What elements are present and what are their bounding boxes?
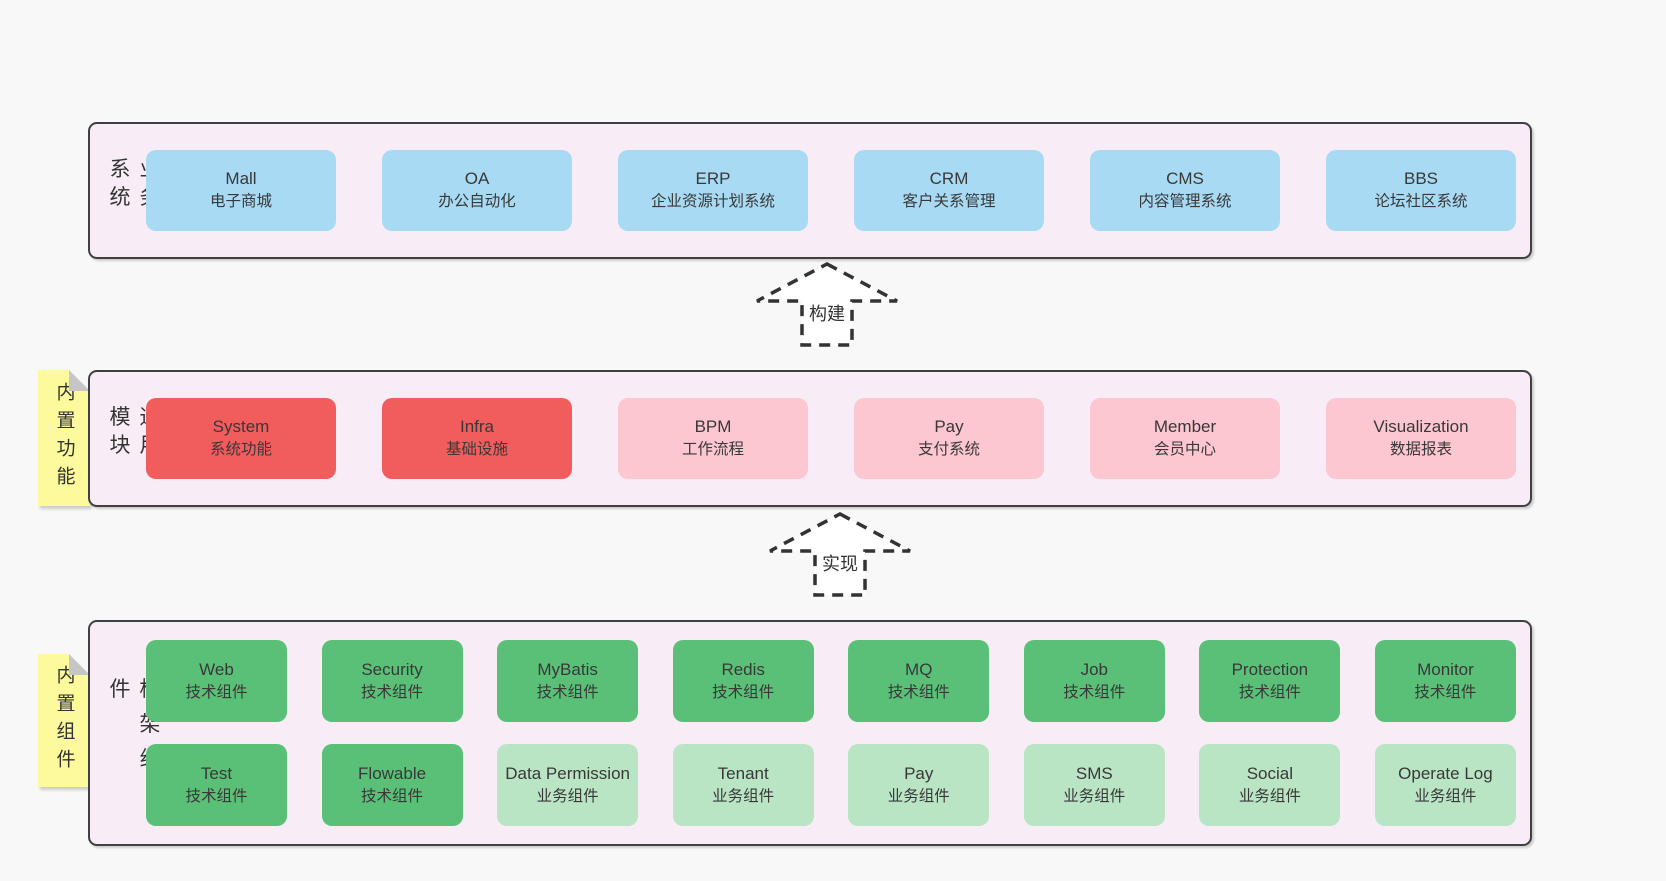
box-zh-label: 技术组件 (1063, 683, 1126, 701)
box-en-label: Visualization (1373, 417, 1469, 437)
box-zh-label: 工作流程 (681, 441, 744, 459)
box-zh-label: 技术组件 (536, 683, 599, 701)
box-mq: MQ 技术组件 (848, 640, 990, 722)
box-zh-label: 数据报表 (1389, 441, 1452, 459)
box-en-label: System (212, 417, 270, 437)
box-zh-label: 业务组件 (887, 787, 950, 805)
box-en-label: Security (361, 659, 423, 679)
framework-components-band: 框架组件 Web 技术组件 Security 技术组件 MyBatis 技术组件… (88, 620, 1532, 846)
box-en-label: BPM (694, 417, 732, 437)
box-zh-label: 业务组件 (536, 787, 599, 805)
box-zh-label: 技术组件 (1414, 683, 1477, 701)
box-zh-label: 技术组件 (712, 683, 775, 701)
box-en-label: Data Permission (505, 763, 630, 783)
box-tenant: Tenant 业务组件 (672, 744, 814, 826)
box-en-label: CMS (1166, 169, 1204, 189)
box-sms: SMS 业务组件 (1023, 744, 1165, 826)
box-en-label: Protection (1231, 659, 1309, 679)
box-en-label: Social (1246, 763, 1294, 783)
box-en-label: Infra (459, 417, 495, 437)
box-zh-label: 技术组件 (185, 787, 248, 805)
box-zh-label: 系统功能 (209, 441, 272, 459)
box-zh-label: 业务组件 (1238, 787, 1301, 805)
box-zh-label: 论坛社区系统 (1374, 193, 1468, 211)
box-zh-label: 技术组件 (361, 787, 424, 805)
business-systems-band: 业务系统 Mall 电子商城 OA 办公自动化 ERP 企业资源计划系统 CRM… (88, 122, 1532, 259)
note-text: 内置功能 (53, 382, 75, 494)
box-operate-log: Operate Log 业务组件 (1374, 744, 1516, 826)
arrow-build-label: 构建 (806, 300, 848, 326)
box-zh-label: 业务组件 (712, 787, 775, 805)
box-visualization: Visualization 数据报表 (1326, 398, 1516, 479)
box-zh-label: 内容管理系统 (1138, 193, 1232, 211)
box-zh-label: 办公自动化 (438, 193, 516, 211)
box-erp: ERP 企业资源计划系统 (618, 150, 808, 231)
box-web: Web 技术组件 (146, 640, 287, 722)
box-zh-label: 电子商城 (209, 193, 272, 211)
box-zh-label: 企业资源计划系统 (650, 193, 775, 211)
box-infra: Infra 基础设施 (382, 398, 572, 479)
box-en-label: Pay (934, 417, 964, 437)
box-data-permission: Data Permission 业务组件 (497, 744, 639, 826)
box-job: Job 技术组件 (1023, 640, 1165, 722)
box-en-label: CRM (929, 169, 969, 189)
framework-row-2: Test 技术组件 Flowable 技术组件 Data Permission … (146, 744, 1516, 826)
arrow-implement-label: 实现 (819, 550, 861, 576)
box-system: System 系统功能 (146, 398, 336, 479)
box-en-label: Mall (225, 169, 257, 189)
box-en-label: BBS (1403, 169, 1439, 189)
arrow-implement: 实现 (765, 510, 915, 600)
box-en-label: MQ (905, 659, 933, 679)
box-en-label: ERP (695, 169, 731, 189)
box-en-label: Redis (721, 659, 765, 679)
box-test: Test 技术组件 (146, 744, 287, 826)
module-boxes-row: System 系统功能 Infra 基础设施 BPM 工作流程 Pay 支付系统… (146, 398, 1516, 479)
box-en-label: Member (1153, 417, 1217, 437)
box-member: Member 会员中心 (1090, 398, 1280, 479)
box-zh-label: 技术组件 (361, 683, 424, 701)
box-en-label: Pay (904, 763, 934, 783)
box-en-label: Operate Log (1398, 763, 1493, 783)
arrow-build: 构建 (752, 260, 902, 350)
box-zh-label: 支付系统 (917, 441, 980, 459)
box-oa: OA 办公自动化 (382, 150, 572, 231)
box-en-label: Test (200, 763, 233, 783)
box-en-label: Flowable (358, 763, 427, 783)
box-zh-label: 客户关系管理 (902, 193, 996, 211)
note-text: 内置组件 (53, 664, 75, 777)
box-en-label: Monitor (1417, 659, 1474, 679)
box-en-label: Job (1080, 659, 1109, 679)
box-protection: Protection 技术组件 (1199, 640, 1341, 722)
box-crm: CRM 客户关系管理 (854, 150, 1044, 231)
box-social: Social 业务组件 (1199, 744, 1341, 826)
box-en-label: SMS (1075, 763, 1113, 783)
box-monitor: Monitor 技术组件 (1374, 640, 1516, 722)
business-boxes-row: Mall 电子商城 OA 办公自动化 ERP 企业资源计划系统 CRM 客户关系… (146, 150, 1516, 231)
box-pay: Pay 支付系统 (854, 398, 1044, 479)
box-en-label: OA (464, 169, 490, 189)
framework-row-1: Web 技术组件 Security 技术组件 MyBatis 技术组件 Redi… (146, 640, 1516, 722)
box-redis: Redis 技术组件 (672, 640, 814, 722)
box-pay-business: Pay 业务组件 (848, 744, 990, 826)
box-security: Security 技术组件 (321, 640, 463, 722)
note-built-in-components: 内置组件 (38, 654, 90, 787)
box-bbs: BBS 论坛社区系统 (1326, 150, 1516, 231)
box-zh-label: 技术组件 (1238, 683, 1301, 701)
box-zh-label: 技术组件 (185, 683, 248, 701)
box-zh-label: 业务组件 (1063, 787, 1126, 805)
box-zh-label: 基础设施 (445, 441, 508, 459)
box-bpm: BPM 工作流程 (618, 398, 808, 479)
box-en-label: Web (199, 659, 234, 679)
box-cms: CMS 内容管理系统 (1090, 150, 1280, 231)
note-built-in-features: 内置功能 (38, 370, 90, 506)
box-mall: Mall 电子商城 (146, 150, 336, 231)
box-mybatis: MyBatis 技术组件 (497, 640, 639, 722)
box-en-label: MyBatis (537, 659, 598, 679)
box-zh-label: 技术组件 (887, 683, 950, 701)
common-modules-band: 通用模块 System 系统功能 Infra 基础设施 BPM 工作流程 Pay… (88, 370, 1532, 507)
box-flowable: Flowable 技术组件 (321, 744, 463, 826)
box-zh-label: 会员中心 (1153, 441, 1216, 459)
box-zh-label: 业务组件 (1414, 787, 1477, 805)
box-en-label: Tenant (717, 763, 769, 783)
